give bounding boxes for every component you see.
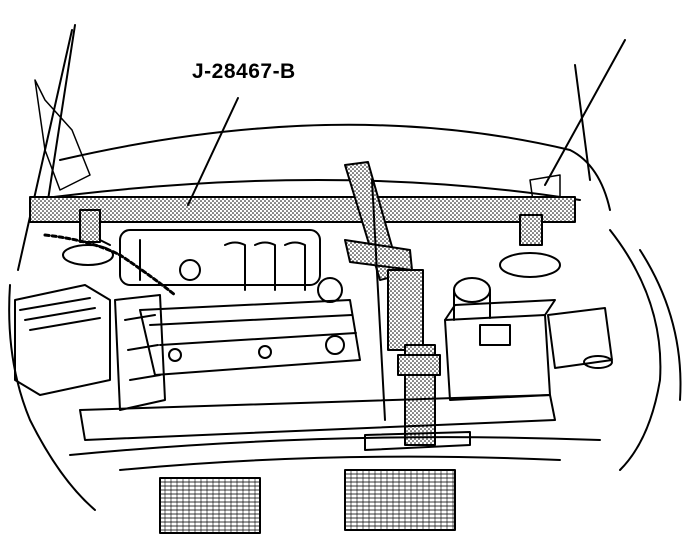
left-fender (8, 284, 96, 511)
battery (444, 299, 556, 401)
right-fender (609, 229, 662, 471)
right-grille (344, 469, 456, 531)
cowl-line (29, 179, 581, 201)
coolant-reservoir (453, 277, 491, 321)
lift-arm (344, 161, 471, 451)
fuse-box (547, 307, 613, 369)
right-strut-tower (499, 252, 561, 278)
intake-manifold (119, 229, 321, 291)
throttle-body (179, 259, 201, 281)
left-grille (159, 477, 261, 534)
callout-leader-line (187, 97, 239, 206)
right-outer-body (639, 249, 682, 401)
oil-fill-cap (317, 277, 343, 303)
left-bar-foot (79, 209, 101, 243)
tool-callout-label: J-28467-B (192, 60, 296, 83)
left-hood-strut (17, 24, 91, 271)
air-cleaner (14, 284, 111, 396)
support-bar (29, 196, 576, 223)
radiator-support (79, 394, 556, 441)
right-hood-strut (529, 39, 626, 216)
front-fascia (69, 436, 601, 456)
timing-cover (114, 294, 166, 411)
valve-cover (139, 299, 361, 376)
hood-outline (59, 123, 611, 211)
right-bar-foot (519, 214, 543, 246)
left-strut-tower (62, 244, 114, 266)
